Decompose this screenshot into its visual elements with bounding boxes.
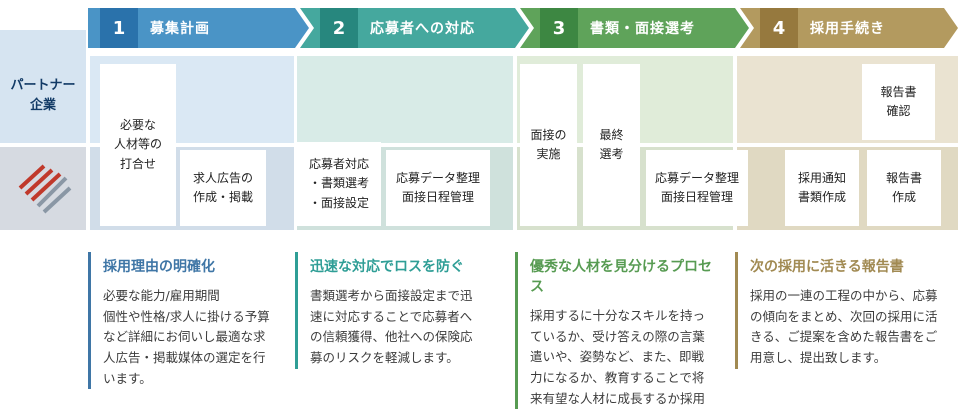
task-box-final-select: 最終 選考 bbox=[583, 64, 640, 226]
phase-number-3: 3 bbox=[540, 8, 578, 48]
task-box-meeting: 必要な 人材等の 打合せ bbox=[100, 64, 176, 226]
task-box-notice-docs: 採用通知 書類作成 bbox=[785, 150, 859, 226]
phase-title-2: 応募者への対応 bbox=[370, 21, 475, 37]
phase-banner-4: 4 採用手続き bbox=[740, 8, 958, 48]
phase-banner-1: 1 募集計画 bbox=[88, 8, 309, 48]
phase-title-3: 書類・面接選考 bbox=[590, 21, 695, 37]
phase-title-4: 採用手続き bbox=[810, 21, 885, 37]
task-box-response: 応募者対応 ・書類選考 ・面接設定 bbox=[297, 142, 381, 226]
description-heading-4: 次の採用に活きる報告書 bbox=[750, 259, 904, 275]
description-heading-1: 採用理由の明確化 bbox=[103, 259, 215, 275]
description-phase-4: 次の採用に活きる報告書 採用の一連の工程の中から、応募の傾向をまとめ、次回の採用… bbox=[735, 252, 953, 369]
partner-logo-icon bbox=[16, 160, 72, 216]
phase-banner-3: 3 書類・面接選考 bbox=[520, 8, 749, 48]
phase-number-1: 1 bbox=[100, 8, 138, 48]
task-box-job-ad: 求人広告の 作成・掲載 bbox=[180, 150, 266, 226]
phase-number-4: 4 bbox=[760, 8, 798, 48]
task-box-data-manage-1: 応募データ整理 面接日程管理 bbox=[386, 150, 490, 226]
task-box-interview: 面接の 実施 bbox=[520, 64, 577, 226]
phase-number-2: 2 bbox=[320, 8, 358, 48]
description-phase-3: 優秀な人材を見分けるプロセス 採用するに十分なスキルを持っているか、受け答えの際… bbox=[515, 252, 721, 409]
description-phase-1: 採用理由の明確化 必要な能力/雇用期間 個性や性格/求人に掛ける予算など詳細にお… bbox=[88, 252, 280, 390]
phase-title-1: 募集計画 bbox=[150, 21, 210, 37]
description-body-2: 書類選考から面接設定まで迅速に対応することで応募者への信頼獲得、他社への保険応募… bbox=[310, 288, 473, 365]
description-phase-2: 迅速な対応でロスを防ぐ 書類選考から面接設定まで迅速に対応することで応募者への信… bbox=[295, 252, 491, 369]
description-body-1: 必要な能力/雇用期間 個性や性格/求人に掛ける予算など詳細にお伺いし最適な求人広… bbox=[103, 288, 270, 386]
phase2-band-upper bbox=[297, 56, 513, 143]
phase-banner-2: 2 応募者への対応 bbox=[300, 8, 529, 48]
partner-band-upper bbox=[0, 30, 86, 143]
description-heading-2: 迅速な対応でロスを防ぐ bbox=[310, 259, 464, 275]
description-body-3: 採用するに十分なスキルを持っているか、受け答えの際の言葉遣いや、姿勢など、また、… bbox=[530, 308, 706, 406]
description-heading-3: 優秀な人材を見分けるプロセス bbox=[530, 259, 712, 295]
task-box-report-check: 報告書 確認 bbox=[862, 64, 935, 140]
task-box-report-make: 報告書 作成 bbox=[867, 150, 941, 226]
task-box-data-manage-2: 応募データ整理 面接日程管理 bbox=[646, 150, 748, 226]
description-body-4: 採用の一連の工程の中から、応募の傾向をまとめ、次回の採用に活きる、ご提案を含めた… bbox=[750, 288, 938, 365]
partner-company-label: パートナー 企業 bbox=[10, 78, 76, 113]
